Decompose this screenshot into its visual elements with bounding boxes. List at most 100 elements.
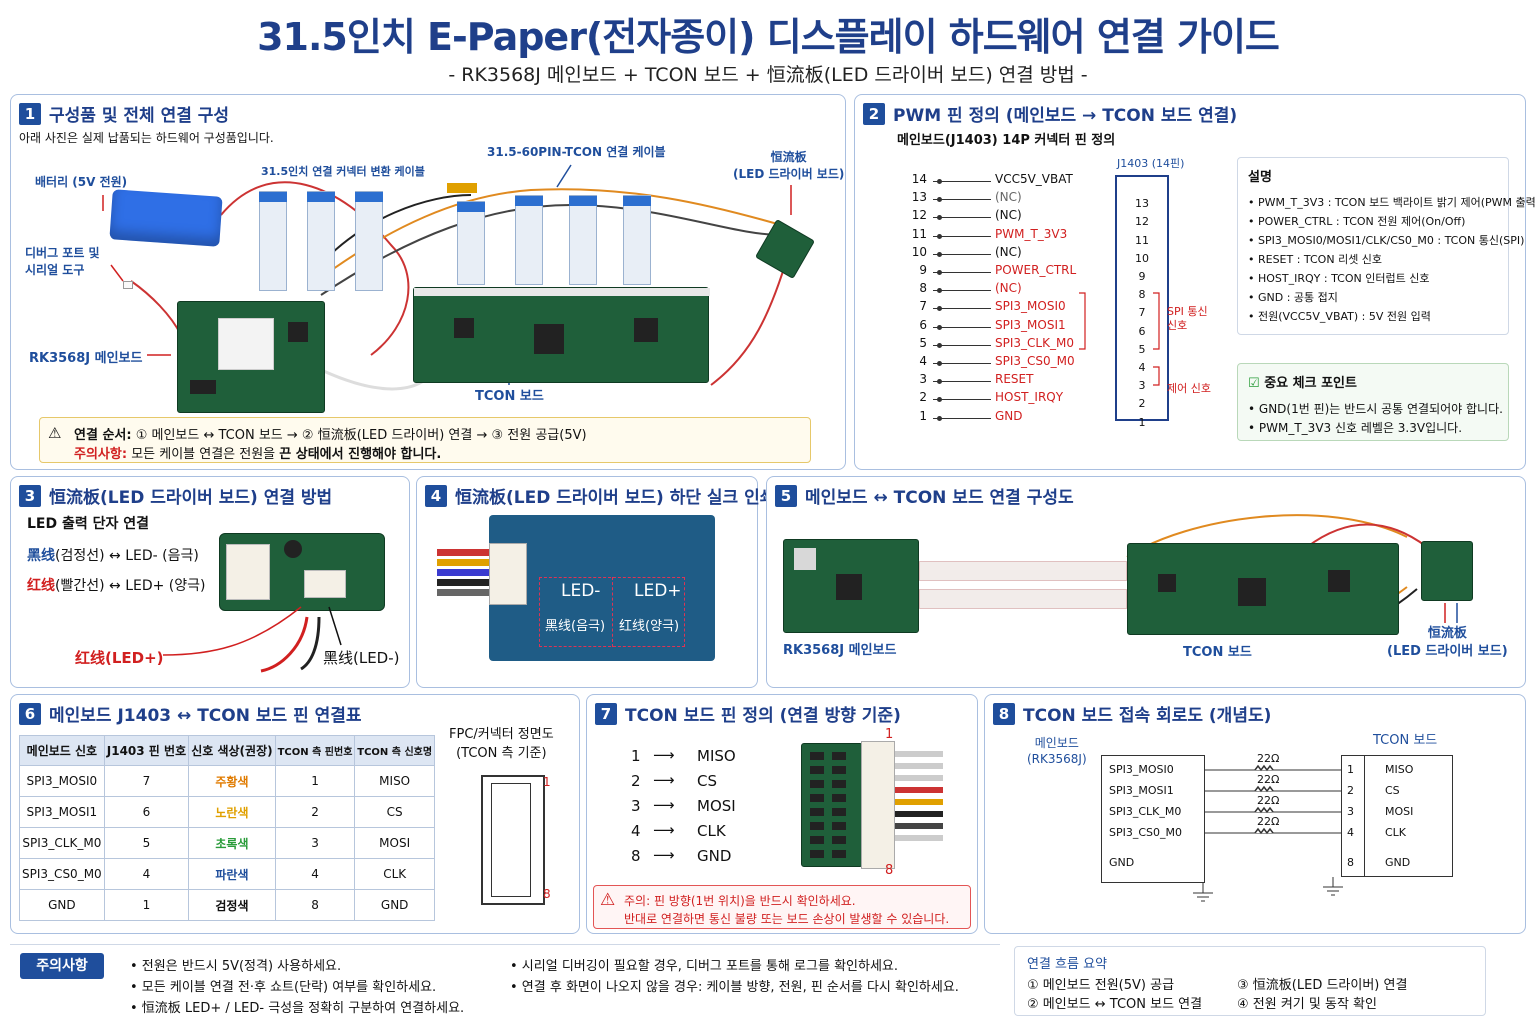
section-number: 8: [993, 702, 1015, 725]
tcon-pin-name: CLK: [697, 822, 726, 840]
arrow-icon: ⟶: [653, 846, 675, 864]
pin-line: [933, 344, 991, 346]
order-label: 연결 순서:: [74, 428, 132, 443]
table-cell: CS: [354, 796, 435, 828]
caution-list-left: • 전원은 반드시 5V(정격) 사용하세요.• 모든 케이블 연결 전·후 쇼…: [130, 955, 464, 1018]
tcon-warn-2: 반대로 연결하면 통신 불량 또는 보드 손상이 발생할 수 있습니다.: [624, 912, 950, 926]
tcon-connector-board: [801, 743, 863, 867]
section-number: 7: [595, 702, 617, 725]
led-board-closeup: [219, 533, 385, 611]
table-cell: 파란색: [188, 858, 276, 890]
resistor-value: 22Ω: [1257, 752, 1280, 765]
circuit-left-signal: SPI3_CS0_M0: [1109, 826, 1183, 839]
pin-number: 14: [911, 172, 927, 186]
section-number: 6: [19, 702, 41, 725]
pin-line: [933, 290, 991, 292]
arrow-icon: ⟶: [653, 796, 675, 814]
pad: [810, 780, 824, 788]
check-list: • GND(1번 핀)는 반드시 공통 연결되어야 합니다.• PWM_T_3V…: [1248, 400, 1503, 438]
description-box: 설명 • PWM_T_3V3 : TCON 보드 백라이트 밝기 제어(PWM …: [1237, 157, 1536, 335]
table-cell: GND: [19, 889, 105, 921]
label-mainboard: RK3568J 메인보드: [29, 351, 143, 366]
table-cell: GND: [354, 889, 435, 921]
tcon-pin-name: GND: [697, 847, 732, 865]
caution-bold: 끈 상태에서 진행해야 합니다.: [279, 447, 442, 462]
ground-icon: [1323, 877, 1343, 896]
pin-dot: [937, 342, 942, 348]
check-item: • PWM_T_3V3 신호 레벨은 3.3V입니다.: [1248, 421, 1463, 435]
pin-number: 2: [919, 390, 927, 405]
pin-name: (NC): [995, 281, 1022, 296]
red-wire-cn: 红线: [27, 578, 55, 594]
pin-dot: [937, 233, 942, 239]
flow-step-4: ④ 전원 켜기 및 동작 확인: [1237, 997, 1377, 1012]
check-title: 중요 체크 포인트: [1264, 376, 1357, 391]
tcon-mark-8: 8: [885, 863, 894, 878]
fpc-connector-front: [481, 775, 545, 905]
page-title: 31.5인치 E-Paper(전자종이) 디스플레이 하드웨어 연결 가이드: [257, 15, 1280, 59]
pin-name: HOST_IRQY: [995, 390, 1064, 405]
pin-line: [933, 217, 991, 219]
j1403-pin-number: 9: [1138, 270, 1146, 283]
pad: [832, 766, 846, 774]
caution-item: • 전원은 반드시 5V(정격) 사용하세요.: [130, 959, 342, 974]
section-number: 3: [19, 484, 41, 507]
tcon-warn-1: 주의: 핀 방향(1번 위치)을 반드시 확인하세요.: [624, 894, 856, 908]
pin-line: [933, 381, 991, 383]
pin-number: 10: [911, 244, 927, 259]
circuit-main-label: 메인보드 (RK3568J): [1027, 736, 1087, 766]
pin-line: [933, 272, 991, 273]
table-cell: MOSI: [354, 827, 435, 859]
connection-order-note: ⚠ 연결 순서: ① 메인보드 ↔ TCON 보드 → ② 恒流板(LED 드라…: [39, 417, 811, 463]
pin-number: 13: [911, 190, 927, 205]
resistor-icon: [1254, 806, 1274, 814]
table-cell: 4: [103, 858, 190, 890]
control-signal-label: 제어 신호: [1167, 382, 1211, 395]
panel-1-title: 구성품 및 전체 연결 구성: [49, 106, 230, 126]
pad: [810, 752, 824, 760]
led-plus-sub: 红线(양극): [619, 619, 680, 634]
pad: [810, 822, 824, 830]
pin-dot: [937, 415, 942, 421]
table-header: 신호 색상(권장): [188, 735, 276, 766]
pin-dot: [937, 288, 942, 294]
resistor-icon: [1254, 785, 1274, 793]
ground-icon: [1193, 883, 1213, 902]
label-led-diagram: 恒流板 (LED 드라이버 보드): [1387, 626, 1508, 659]
pin-name: SPI3_CS0_M0: [995, 354, 1075, 368]
description-item: • SPI3_MOSI0/MOSI1/CLK/CS0_M0 : TCON 통신(…: [1248, 234, 1525, 247]
pin-name: SPI3_MOSI0: [995, 299, 1066, 314]
table-cell: 1: [274, 765, 356, 797]
description-item: • HOST_IRQY : TCON 인터럽트 신호: [1248, 272, 1430, 285]
circuit-tcon-signal: MISO: [1385, 763, 1414, 776]
flow-summary-box: 연결 흐름 요약 ① 메인보드 전원(5V) 공급 ② 메인보드 ↔ TCON …: [1014, 946, 1486, 1016]
panel-2-subtitle: 메인보드(J1403) 14P 커넥터 핀 정의: [897, 133, 1116, 148]
circuit-tcon-box: [1341, 755, 1453, 877]
cable-connector-yellow: [447, 183, 477, 193]
pin-number: 11: [911, 226, 927, 241]
circuit-tcon-pin: 3: [1347, 805, 1354, 818]
caution-item: • 시리얼 디버깅이 필요할 경우, 디버그 포트를 통해 로그를 확인하세요.: [510, 959, 899, 974]
description-item: • 전원(VCC5V_VBAT) : 5V 전원 입력: [1248, 310, 1431, 323]
label-tcon-diagram: TCON 보드: [1183, 645, 1252, 660]
arrow-icon: ⟶: [653, 771, 675, 789]
pin-name: GND: [995, 408, 1023, 423]
pin-line: [933, 253, 991, 255]
j1403-connector: [1115, 175, 1169, 421]
resistor-icon: [1254, 827, 1274, 835]
j1403-pin-number: 6: [1138, 324, 1146, 338]
resistor-value: 22Ω: [1257, 773, 1280, 786]
pin-dot: [937, 379, 942, 385]
table-cell: SPI3_MOSI0: [19, 765, 105, 797]
resistor-value: 22Ω: [1257, 815, 1280, 828]
fpc-pin-8: 8: [543, 887, 551, 901]
pad: [810, 808, 824, 816]
